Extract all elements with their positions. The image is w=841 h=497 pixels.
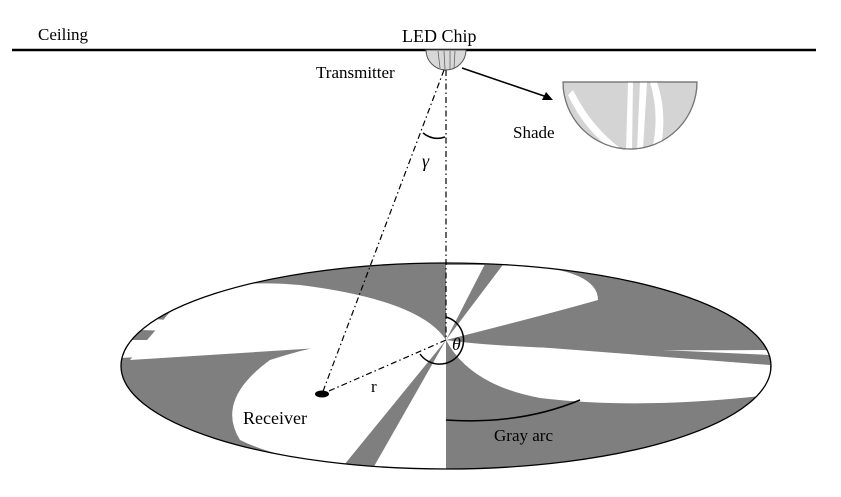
receiver-plane	[120, 262, 772, 470]
gray-arc-label: Gray arc	[494, 426, 553, 445]
theta-arc	[419, 316, 465, 365]
gray-arc-curve	[445, 399, 581, 422]
radial-line	[321, 339, 447, 395]
shade-inset	[562, 81, 698, 150]
arrow-head	[542, 92, 553, 100]
gamma-arc	[422, 132, 446, 140]
r-label: r	[371, 377, 377, 396]
led-chip-label: LED Chip	[402, 26, 477, 46]
shade-arrow	[461, 67, 548, 98]
theta-symbol: θ	[452, 334, 461, 354]
gamma-symbol: γ	[422, 151, 430, 171]
transmitter-label: Transmitter	[316, 63, 395, 82]
ceiling-label: Ceiling	[38, 25, 89, 44]
shade-label: Shade	[513, 123, 555, 142]
transmitter-icon	[425, 49, 467, 71]
line-of-sight	[321, 69, 445, 395]
receiver-dot	[315, 390, 329, 398]
receiver-label: Receiver	[243, 408, 307, 428]
